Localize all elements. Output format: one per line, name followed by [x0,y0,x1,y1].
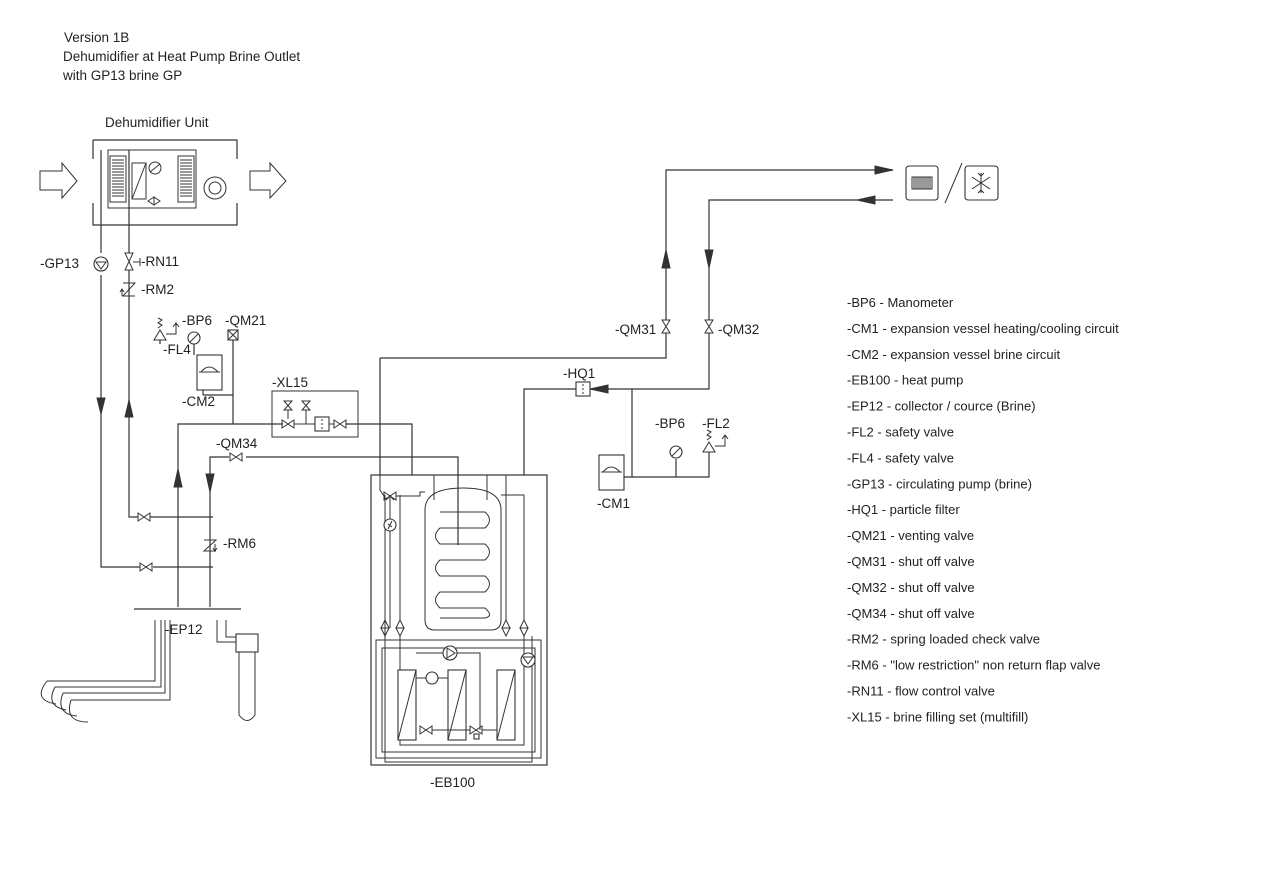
rn11-valve-icon [124,252,141,271]
cm2-expansion-vessel-icon [196,354,223,395]
bp6-right-label: -BP6 [655,416,685,431]
legend-item: -FL2 - safety valve [847,425,954,440]
rm6-valve-icon [202,539,218,552]
service-valve-icon [380,618,390,638]
flow-up-arrow-icon [124,399,134,418]
legend-item: -HQ1 - particle filter [847,502,960,517]
service-valve-icon [501,618,511,638]
xl15-label: -XL15 [272,375,308,390]
qm34-valve-icon [229,452,243,462]
legend-item: -QM32 - shut off valve [847,580,975,595]
qm32-valve-icon [704,319,714,334]
legend-item: -FL4 - safety valve [847,450,954,465]
compressor-icon [148,161,162,175]
flow-left-arrow-icon [589,384,609,394]
legend-item: -QM21 - venting valve [847,528,974,543]
flow-left-arrow-icon [856,195,876,205]
qm32-label: -QM32 [718,322,759,337]
brine-pump-icon [520,652,536,668]
version-label: Version 1B [64,30,129,45]
brine-piping-left [96,150,459,607]
rn11-label: -RN11 [141,254,179,269]
dehumidifier-unit-label: Dehumidifier Unit [105,115,209,130]
three-way-valve-icon [281,419,295,429]
service-valve-icon [395,618,405,638]
qm31-valve-icon [661,319,671,334]
air-inlet-arrow-icon [39,161,78,200]
legend-item: -EP12 - collector / cource (Brine) [847,399,1036,414]
evaporator-coil-icon [109,155,127,203]
ground-probe-icon [235,633,259,653]
title-line-1: Dehumidifier at Heat Pump Brine Outlet [63,49,300,64]
qm31-label: -QM31 [615,322,656,337]
xl15-filling-set [271,390,413,475]
legend-item: -CM1 - expansion vessel heating/cooling … [847,321,1119,336]
title-line-2: with GP13 brine GP [62,68,182,83]
qm21-label: -QM21 [225,313,266,328]
plate-exchanger-icon [131,162,147,200]
shut-off-valve-icon [333,419,347,429]
dehumidifier-unit [39,139,287,226]
fan-icon [203,176,227,200]
rm6-label: -RM6 [223,536,256,551]
eb100-label: -EB100 [430,775,475,790]
legend-item: -RM2 - spring loaded check valve [847,632,1040,647]
qm34-label: -QM34 [216,436,258,451]
filling-valve-icon [282,400,294,411]
flow-down-arrow-icon [205,473,215,493]
cm2-label: -CM2 [182,394,215,409]
condenser-coil-icon [177,155,195,203]
shut-off-valve-icon [137,512,151,522]
hot-water-tank-icon [424,487,502,631]
eb100-heat-pump [370,357,610,766]
legend-item: -BP6 - Manometer [847,295,954,310]
fl4-label: -FL4 [163,342,191,357]
flow-right-arrow-icon [874,165,894,175]
ep12-label: -EP12 [165,622,203,637]
compressor-icon [425,671,439,685]
cm1-label: -CM1 [597,496,630,511]
flow-down-arrow-icon [704,249,714,269]
fl2-label: -FL2 [702,416,730,431]
legend-item: -QM31 - shut off valve [847,554,975,569]
gp13-label: -GP13 [40,256,79,271]
legend-item: -QM34 - shut off valve [847,606,975,621]
heating-coil-icon [435,511,490,619]
expansion-valve-icon [147,196,161,206]
legend-item: -XL15 - brine filling set (multifill) [847,709,1028,724]
bp6-left-label: -BP6 [182,313,212,328]
heating-cooling-piping [523,162,999,491]
expansion-valve-icon [419,725,433,735]
rm2-valve-icon [119,282,137,297]
fl4-safety-valve-icon [153,317,180,344]
service-valve-icon [519,618,529,638]
legend-item: -RM6 - "low restriction" non return flap… [847,658,1100,673]
air-outlet-arrow-icon [249,161,287,200]
legend-item: -CM2 - expansion vessel brine circuit [847,347,1061,362]
gp13-pump-icon [93,256,109,272]
ep12-collector [40,608,259,723]
legend: -BP6 - Manometer -CM1 - expansion vessel … [847,295,1119,724]
shut-off-valve-icon [139,562,153,572]
legend-item: -RN11 - flow control valve [847,684,995,699]
legend-item: -GP13 - circulating pump (brine) [847,476,1032,491]
flow-up-arrow-icon [173,468,183,488]
hq1-label: -HQ1 [563,366,595,381]
flow-up-arrow-icon [661,249,671,269]
flow-down-arrow-icon [96,397,106,415]
rm2-label: -RM2 [141,282,174,297]
filling-valve-icon [300,400,312,411]
legend-item: -EB100 - heat pump [847,373,963,388]
